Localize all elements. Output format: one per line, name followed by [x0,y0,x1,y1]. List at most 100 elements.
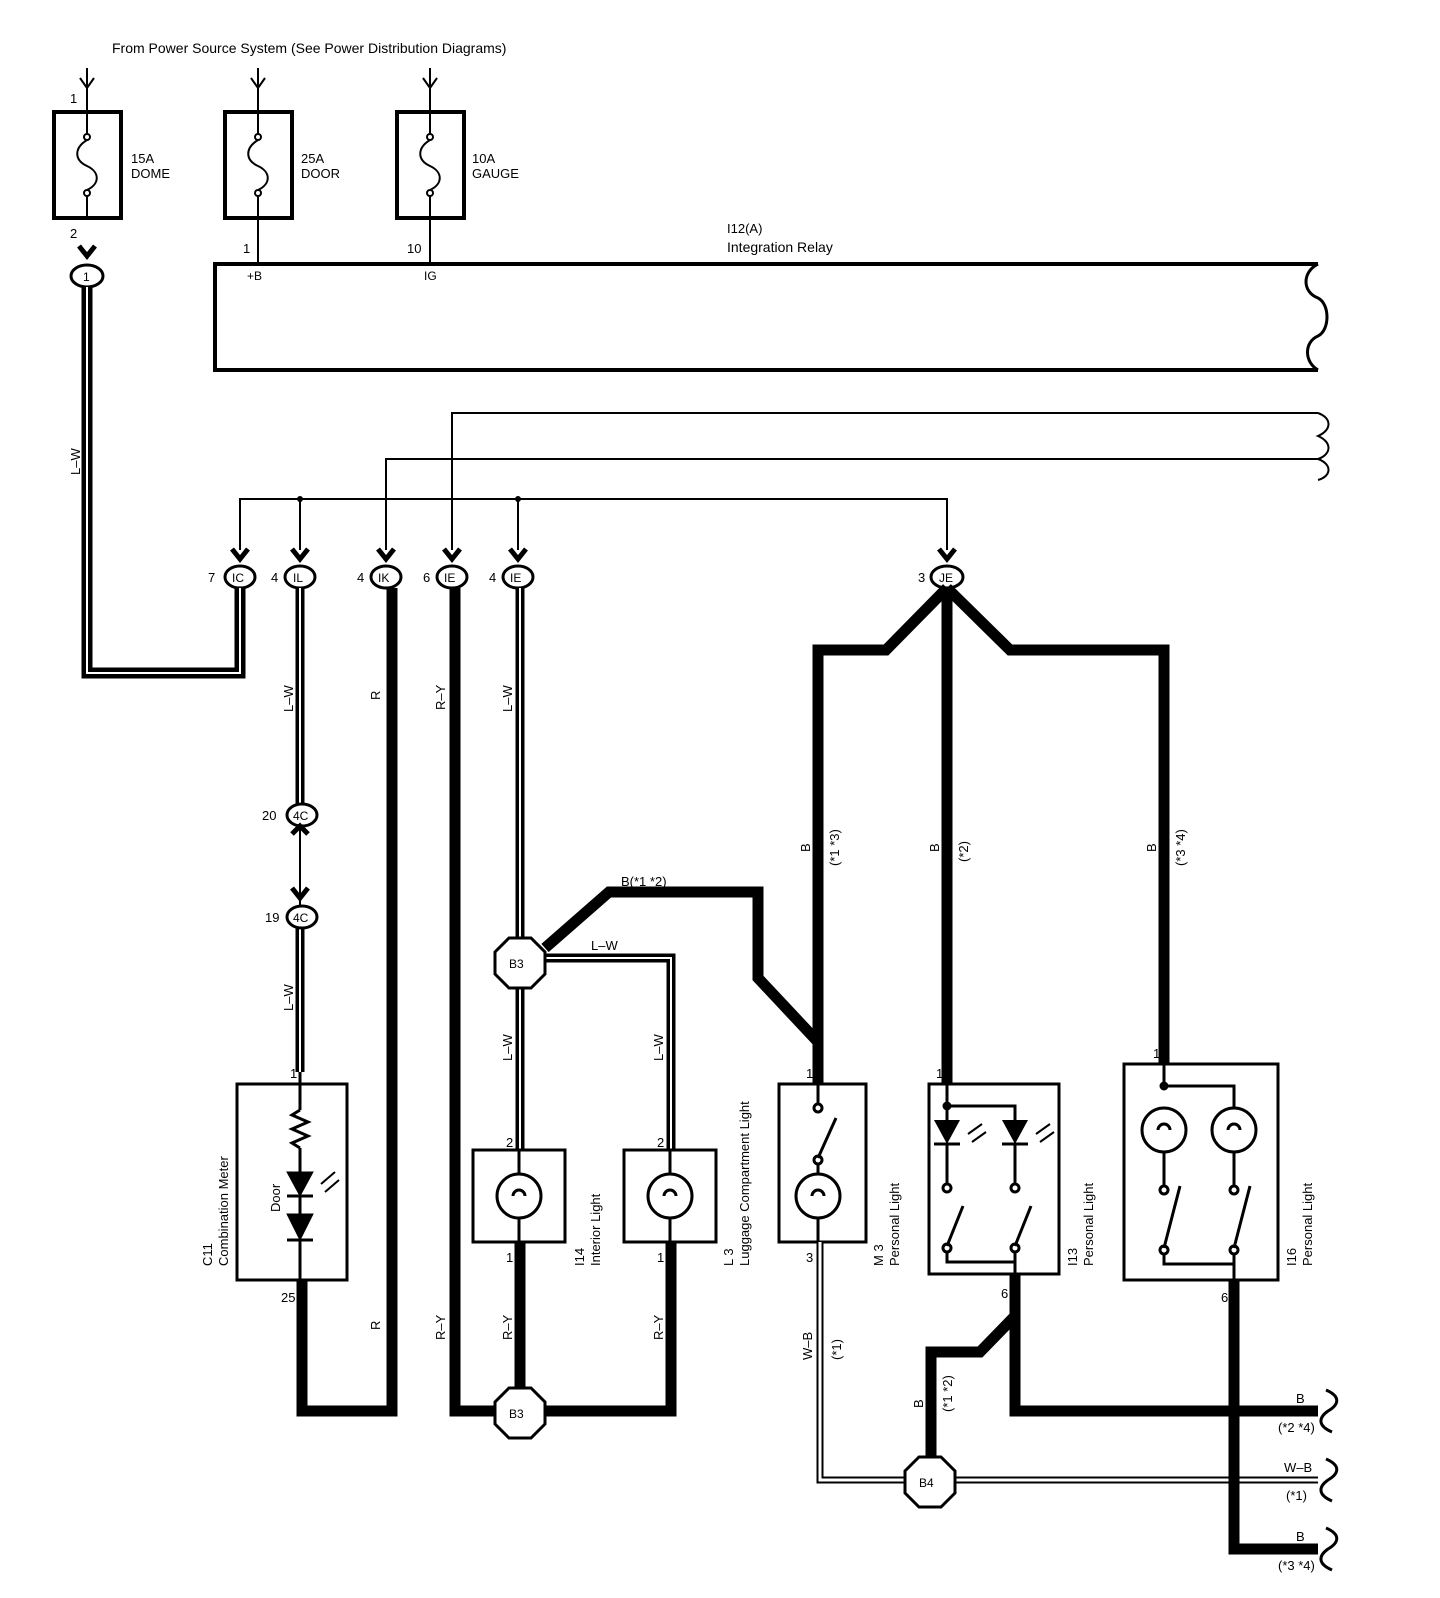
wire-label-r-top: R [368,691,383,700]
i14-pin-top: 2 [506,1135,513,1150]
fuse-gauge-name: GAUGE [472,166,519,181]
connector-arrows [77,244,957,564]
meter-ground-wire [296,588,398,1417]
wire-label-lw-ie: L–W [500,685,515,712]
i16-pin-top: 1 [1153,1046,1160,1061]
connector-4c-19-code: 4C [293,911,309,925]
connector-ik [369,564,403,590]
wire-label-b12: B(*1 *2) [621,874,667,889]
fuse-gauge-pin-out: 10 [407,241,421,256]
wire-label-lw-dome: L–W [68,448,83,475]
fuse-dome-name: DOME [131,166,170,181]
connector-je-code: JE [939,571,953,585]
wire-label-b-b4: B [911,1399,926,1408]
connector-ik-pin: 4 [357,570,364,585]
connector-4c-19-pin: 19 [265,910,279,925]
wire-label-lw-il: L–W [281,685,296,712]
l3-pin-bottom: 1 [657,1250,664,1265]
meter-pin-bottom: 25 [281,1290,295,1305]
luggage-light-l3 [622,1148,718,1244]
wire-label-lw-meter: L–W [281,984,296,1011]
connector-ie-6-code: IE [444,571,455,585]
wire-label-lw-branch: L–W [591,938,618,953]
b3-to-m3-wire [541,886,824,1084]
personal-light-m3 [777,1082,868,1244]
relay-signal-wires [239,412,1330,550]
output-2-wire: W–B [1284,1460,1312,1475]
ry-return-wires [514,1242,677,1417]
i13-pin-top: 1 [936,1066,943,1081]
connector-ic-pin: 7 [208,570,215,585]
wire-label-star1: (*1) [829,1339,844,1360]
fuse-dome-amp: 15A [131,151,154,166]
i13-name: Personal Light [1081,1183,1096,1266]
wire-label-star2: (*2) [956,841,971,862]
connector-4c-pair [285,802,319,930]
m3-pin-top: 1 [806,1066,813,1081]
i13-ground-wire [925,1274,1318,1460]
integration-relay-box [213,262,1329,372]
wire-label-b-i13: B [927,843,942,852]
fuse-door [223,68,294,262]
fuse-door-name: DOOR [301,166,340,181]
ie-lw-wire [515,588,676,1150]
wire-label-ry-interior: R–Y [500,1314,515,1340]
relay-terminal-ig: IG [424,269,437,283]
dome-feed-wire [81,287,246,679]
connector-il-pin: 4 [271,570,278,585]
ie-ry-wire [449,588,500,1417]
wire-label-ry-left: R–Y [433,1314,448,1340]
fuse-gauge-amp: 10A [472,151,495,166]
splice-dot [297,496,303,502]
junction-b3-bottom-label: B3 [509,1407,524,1421]
wire-label-lw-interior: L–W [500,1034,515,1061]
connector-1-label: 1 [83,270,90,284]
je-branch-wires [812,584,1170,1084]
output-3-wire: B [1296,1529,1305,1544]
wire-label-r-bottom: R [368,1321,383,1330]
connector-4c-20-pin: 20 [262,808,276,823]
output-1-wire: B [1296,1391,1305,1406]
junction-b3-top-label: B3 [509,957,524,971]
l3-name: Luggage Compartment Light [737,1101,752,1266]
output-1-note: (*2 *4) [1278,1420,1315,1435]
wire-label-wb-m3: W–B [800,1332,815,1360]
connector-ic-code: IC [232,571,244,585]
wire-label-star13: (*1 *3) [827,829,842,866]
meter-name: Combination Meter [216,1156,231,1266]
i16-name: Personal Light [1300,1183,1315,1266]
connector-4c-20-code: 4C [293,809,309,823]
i14-code: I14 [572,1248,587,1266]
wire-label-b-m3: B [798,843,813,852]
relay-terminal-b: +B [247,269,262,283]
i16-code: I16 [1284,1248,1299,1266]
relay-code: I12(A) [727,221,762,236]
i14-pin-bottom: 1 [506,1250,513,1265]
m3-name: Personal Light [887,1183,902,1266]
l3-pin-top: 2 [657,1135,664,1150]
meter-pin-top: 1 [290,1066,297,1081]
junction-b3-top [493,936,547,990]
wire-label-star12: (*1 *2) [940,1375,955,1412]
output-2-note: (*1) [1286,1488,1307,1503]
i16-pin-bottom: 6 [1221,1290,1228,1305]
m3-code: M 3 [871,1244,886,1266]
splice-dot [515,496,521,502]
interior-light-i14 [471,1148,567,1244]
meter-inner-door: Door [268,1183,283,1212]
wire-label-ry-luggage: R–Y [651,1314,666,1340]
wire-label-lw-luggage: L–W [651,1034,666,1061]
fuse-dome-pin-out: 2 [70,226,77,241]
meter-code: C11 [200,1243,215,1266]
source-note: From Power Source System (See Power Dist… [112,40,506,56]
personal-light-i16 [1122,1062,1280,1282]
fuse-dome-pin-in: 1 [70,91,77,106]
relay-name: Integration Relay [727,239,833,255]
i16-ground-wire [1228,1280,1318,1555]
fuse-dome [52,68,123,220]
personal-light-i13 [927,1082,1061,1276]
combination-meter [235,1072,349,1282]
fuse-door-pin-out: 1 [243,241,250,256]
wire-label-ry-top: R–Y [433,684,448,710]
